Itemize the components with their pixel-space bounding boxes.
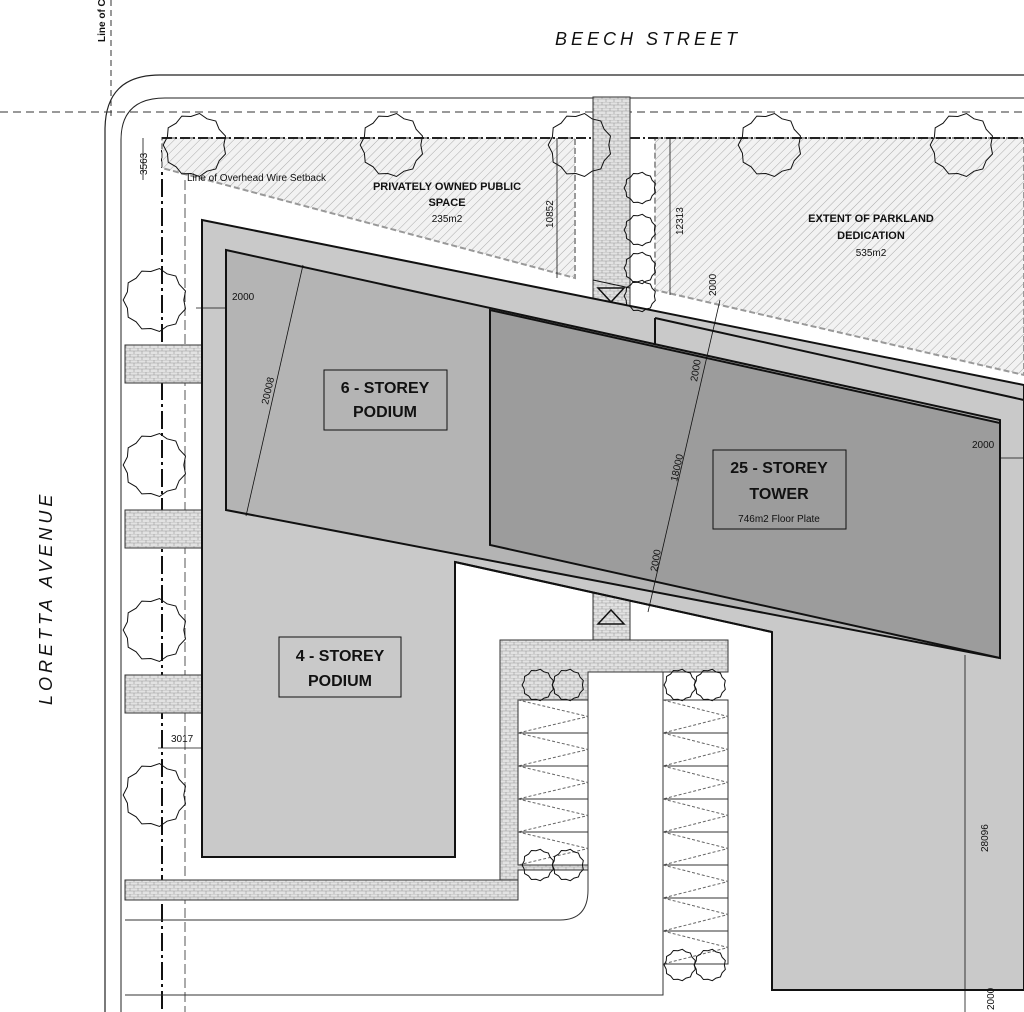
podium-edge (454, 561, 773, 633)
tree-icon (623, 171, 656, 205)
setback-edge (654, 317, 1024, 401)
parking-bay (662, 765, 729, 800)
pops-area: 235m2 (432, 214, 463, 225)
tree-icon (122, 762, 187, 828)
dimension-3563: 3563 (139, 152, 150, 175)
dimension-2000: 2000 (689, 358, 704, 382)
tree-icon (693, 948, 726, 982)
dimension-2000: 2000 (649, 548, 664, 572)
dimension-28096: 28096 (980, 824, 991, 852)
tree-icon (551, 668, 584, 702)
podium-4-label: 4 - STOREY (296, 648, 385, 665)
tree-icon (162, 112, 227, 178)
entrance-triangle-icon (596, 287, 626, 304)
parking-bay-marking (517, 699, 589, 734)
parking-bay (662, 897, 729, 932)
parking-bay (662, 864, 729, 899)
parking-bays (517, 699, 729, 965)
paved-walkway-north (592, 96, 631, 311)
tower-25-storey (489, 308, 1001, 660)
podium-6-label-box (323, 369, 448, 431)
tower-label-box (712, 449, 847, 530)
tree-icon (359, 112, 424, 178)
parking-bay (662, 798, 729, 833)
parking-bay (662, 699, 729, 734)
street-name-loretta: LORETTA AVENUE (36, 491, 56, 705)
parking-bay-marking (517, 831, 589, 866)
tree-icon (693, 668, 726, 702)
setback-note: Line of Overhead Wire Setback (187, 173, 327, 184)
tree-icon (551, 848, 584, 882)
parking-bay-marking (662, 732, 729, 767)
tree-icon (122, 432, 187, 498)
parking-bay-marking (662, 765, 729, 800)
trees (122, 112, 994, 982)
tree-icon (623, 279, 656, 313)
parking-bay-marking (662, 930, 729, 965)
parking-bay-marking (517, 765, 589, 800)
street-name-beech: BEECH STREET (555, 29, 741, 49)
parking-bay (517, 798, 589, 833)
driveway-curb (125, 870, 589, 921)
parking-bay (517, 765, 589, 800)
podium-6-label: 6 - STOREY (341, 380, 430, 397)
dimension-2000: 2000 (232, 292, 255, 303)
parkland-label-2: DEDICATION (837, 230, 905, 242)
tree-icon (663, 668, 696, 702)
podium-4-label-box (278, 636, 402, 698)
dimension-lines (142, 138, 1024, 1012)
parkland-label: EXTENT OF PARKLAND (808, 213, 934, 225)
parking-bay (662, 831, 729, 866)
curb-outer (104, 74, 1024, 1012)
parking-bay-marking (517, 798, 589, 833)
podium-6-label-2: PODIUM (353, 404, 417, 421)
tree-icon (122, 267, 187, 333)
parking-bay-marking (662, 798, 729, 833)
parking-bay (517, 699, 589, 734)
paved-crossing (124, 674, 203, 714)
curb-inner (120, 97, 1024, 1012)
dimension-2000: 2000 (986, 987, 997, 1010)
parking-bay-marking (662, 864, 729, 899)
paved-walkway-south (124, 879, 519, 901)
pops-label: PRIVATELY OWNED PUBLIC (373, 181, 521, 193)
parking-bay (662, 930, 729, 965)
paved-crossing (124, 344, 203, 384)
tower-label: 25 - STOREY (730, 460, 828, 477)
paved-crossing (124, 509, 203, 549)
tree-icon (663, 948, 696, 982)
tree-icon (521, 848, 554, 882)
tree-icon (929, 112, 994, 178)
dimension-10852: 10852 (545, 200, 556, 228)
parking-bay-marking (662, 897, 729, 932)
parkland-area: 535m2 (856, 248, 887, 259)
podium-4-label-2: PODIUM (308, 673, 372, 690)
parking-bay (517, 732, 589, 767)
tree-icon (623, 213, 656, 247)
tower-floor-plate: 746m2 Floor Plate (738, 514, 820, 525)
parking-bay-marking (517, 732, 589, 767)
tree-icon (547, 112, 612, 178)
dimension-2000: 2000 (708, 273, 719, 296)
pops-label-2: SPACE (428, 197, 465, 209)
tower-label-2: TOWER (749, 486, 809, 503)
entrance-triangle-icon (596, 608, 626, 625)
dimension-3017: 3017 (171, 734, 194, 745)
tree-icon (737, 112, 802, 178)
line-note: Line of C (97, 0, 108, 42)
tree-icon (623, 251, 656, 285)
parking-bay-marking (662, 699, 729, 734)
tree-icon (521, 668, 554, 702)
parking-bay (662, 732, 729, 767)
dimension-2000: 2000 (972, 440, 995, 451)
tree-icon (122, 597, 187, 663)
parking-bay-marking (662, 831, 729, 866)
dimension-12313: 12313 (675, 207, 686, 235)
